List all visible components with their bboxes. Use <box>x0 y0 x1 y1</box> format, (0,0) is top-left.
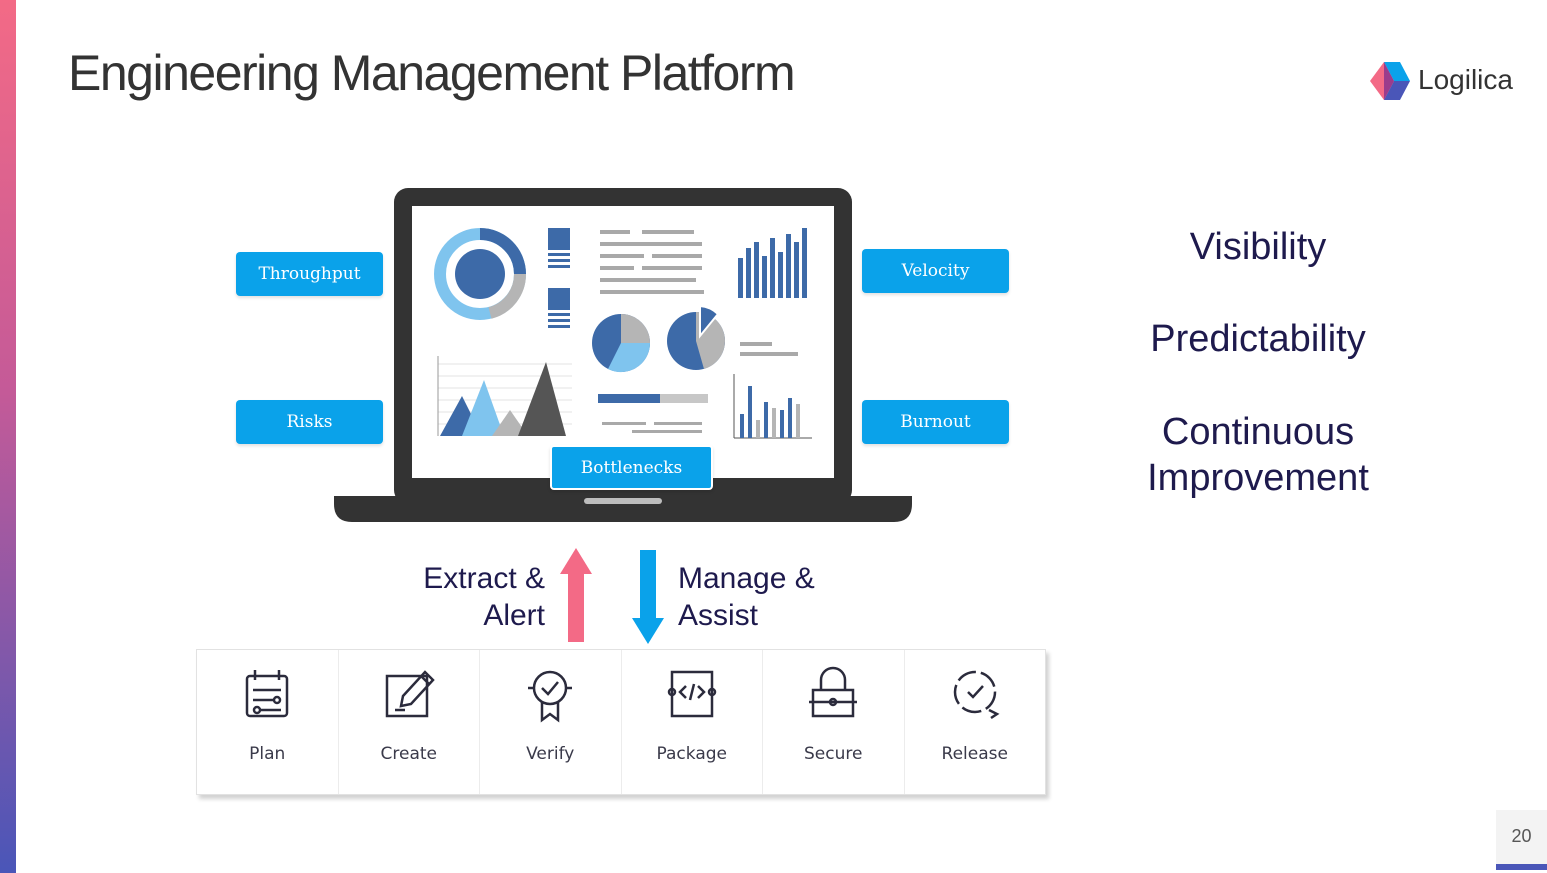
pillar-continuous: Continuous Improvement <box>1120 409 1396 501</box>
extract-alert-label: Extract & Alert <box>400 560 545 634</box>
velocity-tag: Velocity <box>862 249 1009 293</box>
create-icon <box>379 664 439 724</box>
extract-label-line2: Alert <box>400 597 545 634</box>
burnout-tag: Burnout <box>862 400 1009 444</box>
phase-create: Create <box>339 650 481 794</box>
logo: Logilica <box>1366 58 1526 104</box>
plan-icon <box>237 664 297 724</box>
page-number-bar <box>1496 864 1547 870</box>
logo-text: Logilica <box>1418 64 1513 96</box>
manage-assist-label: Manage & Assist <box>678 560 848 634</box>
package-icon <box>662 664 722 724</box>
extract-label-line1: Extract & <box>400 560 545 597</box>
bottlenecks-tag: Bottlenecks <box>550 445 713 490</box>
verify-icon <box>520 664 580 724</box>
down-arrow-icon <box>630 550 666 644</box>
manage-label-line2: Assist <box>678 597 848 634</box>
phase-secure-label: Secure <box>804 744 862 764</box>
slide-title: Engineering Management Platform <box>68 44 794 102</box>
pillar-continuous-line1: Continuous <box>1120 409 1396 455</box>
phase-package-label: Package <box>657 744 727 764</box>
page-number: 20 <box>1496 810 1547 870</box>
devops-phases: Plan Create Verify Package <box>196 649 1046 795</box>
up-arrow-icon <box>558 548 594 642</box>
phase-release: Release <box>905 650 1046 794</box>
phase-package: Package <box>622 650 764 794</box>
accent-bar <box>0 0 16 873</box>
release-icon <box>945 664 1005 724</box>
throughput-tag: Throughput <box>236 252 383 296</box>
pillar-predictability: Predictability <box>1120 316 1396 362</box>
phase-release-label: Release <box>942 744 1008 764</box>
pillar-visibility: Visibility <box>1120 224 1396 270</box>
logilica-diamond-icon <box>1366 60 1416 102</box>
pillar-continuous-line2: Improvement <box>1120 455 1396 501</box>
secure-icon <box>803 664 863 724</box>
phase-verify: Verify <box>480 650 622 794</box>
phase-secure: Secure <box>763 650 905 794</box>
phase-plan-label: Plan <box>249 744 285 764</box>
phase-plan: Plan <box>197 650 339 794</box>
page-number-text: 20 <box>1511 826 1531 846</box>
manage-label-line1: Manage & <box>678 560 848 597</box>
risks-tag: Risks <box>236 400 383 444</box>
phase-create-label: Create <box>381 744 438 764</box>
phase-verify-label: Verify <box>526 744 574 764</box>
